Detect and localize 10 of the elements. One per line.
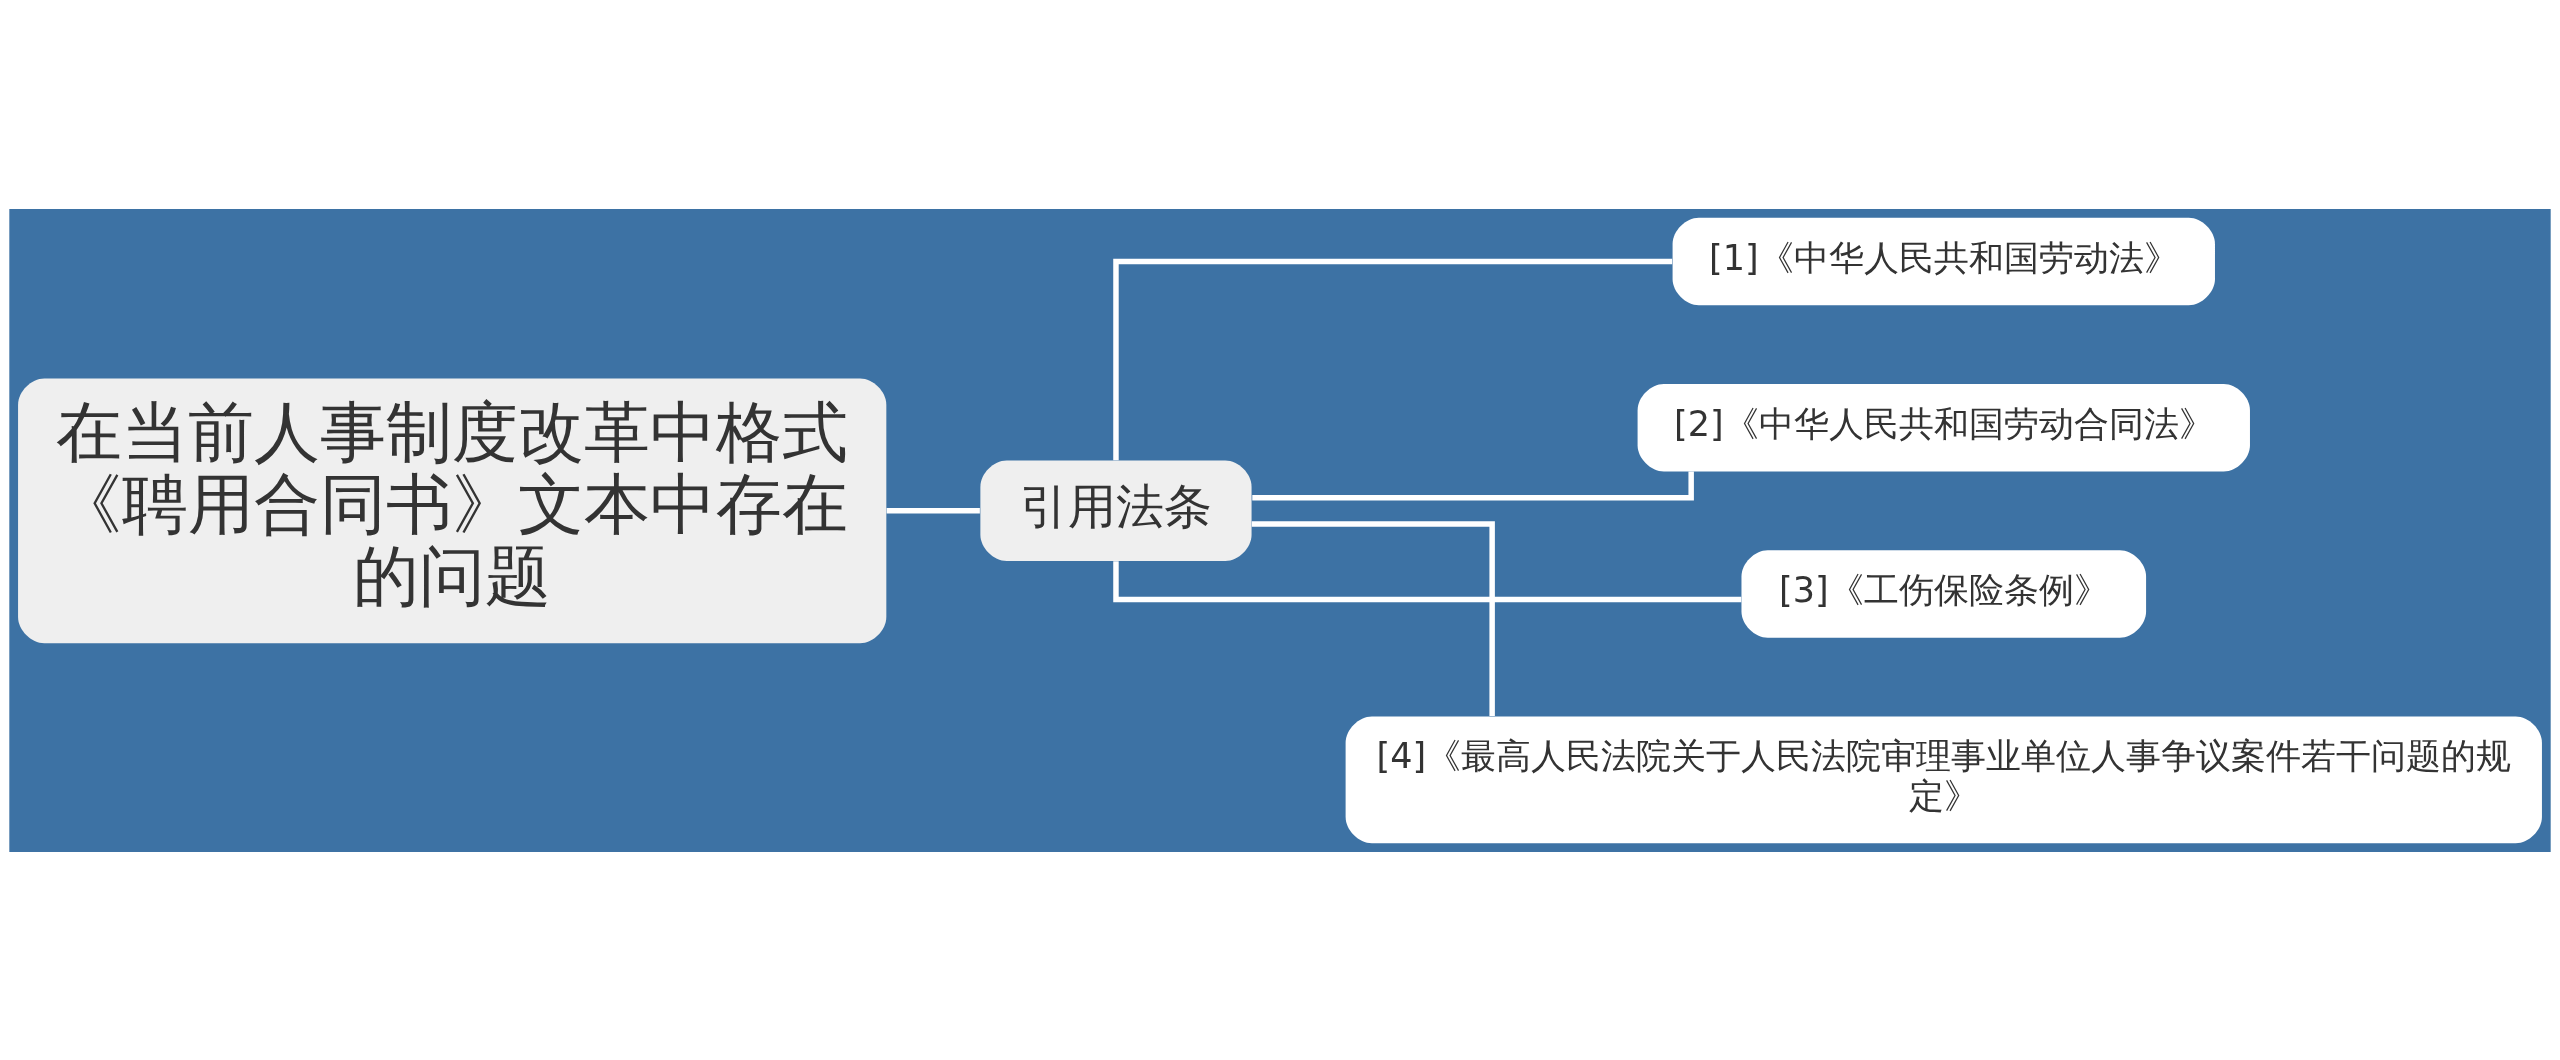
node-box: [3]《工伤保险条例》: [1741, 549, 2147, 638]
connector: [1251, 520, 1495, 716]
node-box: [4]《最高人民法院关于人民法院审理事业单位人事争议案件若干问题的规定》: [1345, 715, 2542, 843]
connector: [1252, 471, 1694, 500]
node-box: [2]《中华人民共和国劳动合同法》: [1637, 383, 2250, 471]
connector: [1113, 258, 1673, 460]
connector: [886, 507, 980, 514]
node-box: 引用法条: [980, 460, 1252, 561]
node-box: [1]《中华人民共和国劳动法》: [1672, 217, 2215, 305]
node-box: 在当前人事制度改革中格式《聘用合同书》文本中存在的问题: [18, 378, 887, 643]
